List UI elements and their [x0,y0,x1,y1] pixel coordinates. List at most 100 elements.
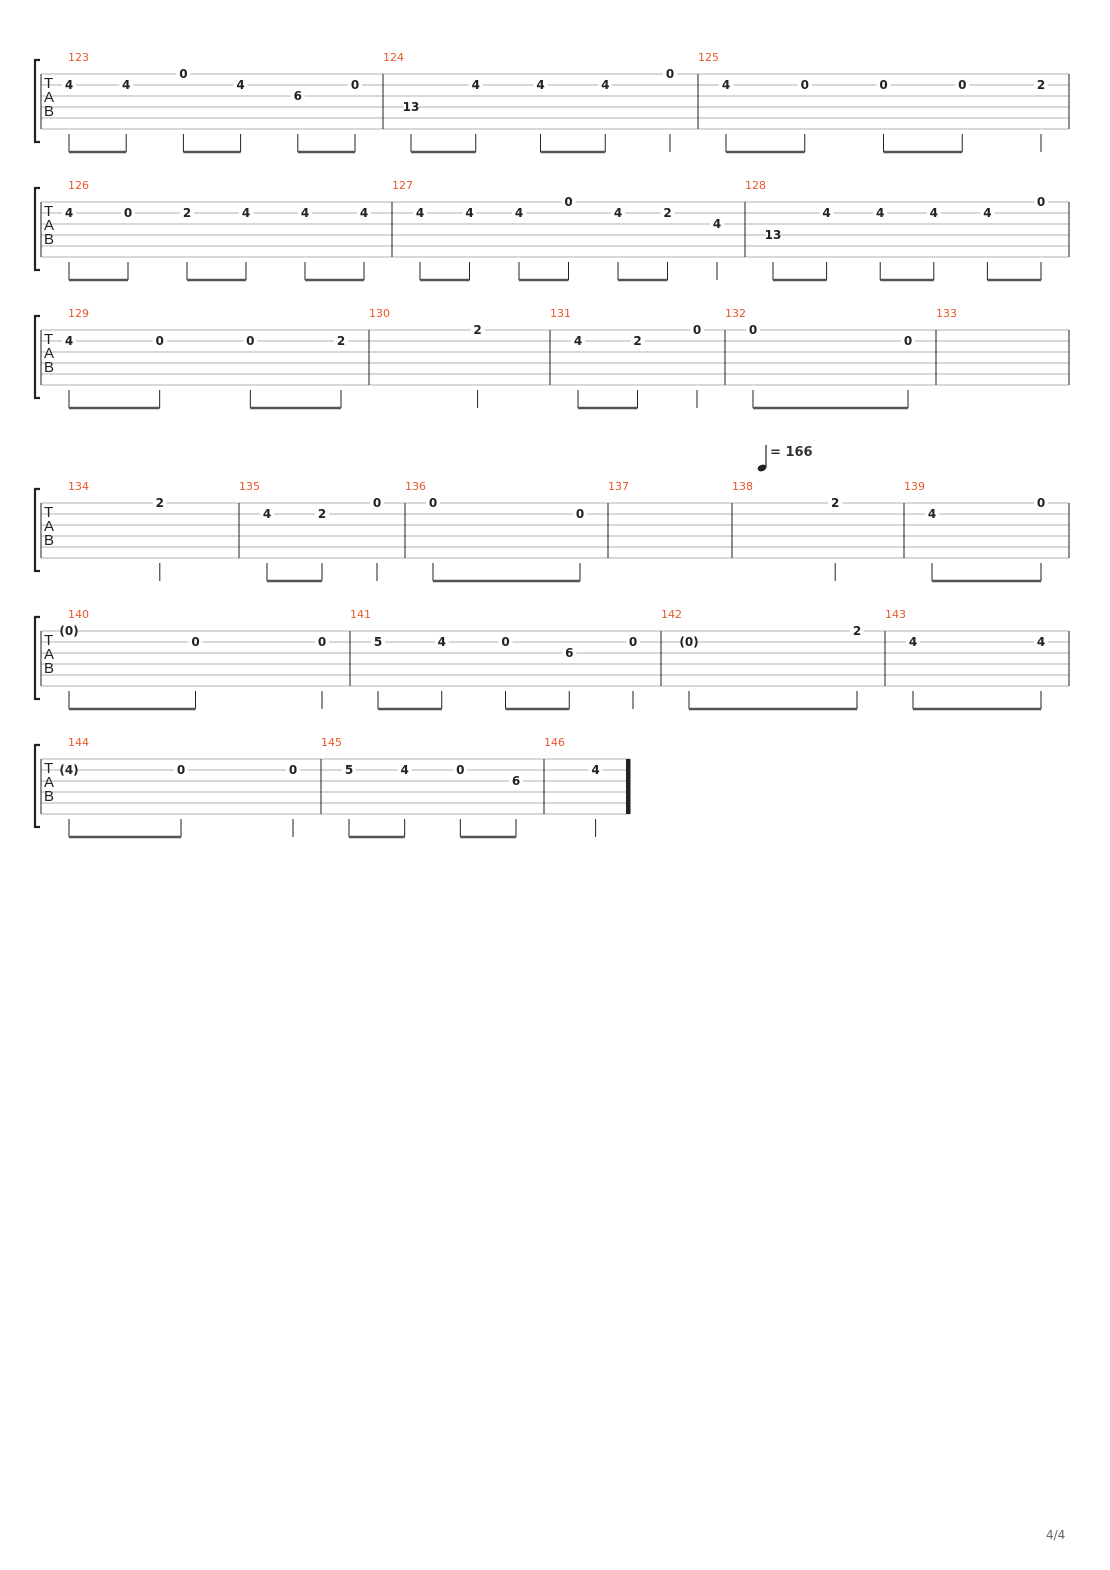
fret-backing [298,207,312,219]
measure-number: 129 [68,307,89,320]
tab-clef-letter: T [44,203,53,220]
fret-backing [315,508,329,520]
tab-clef-letter: T [44,632,53,649]
fret-backing [62,79,76,91]
fret-number: (0) [59,624,78,638]
fret-number: (4) [59,763,78,777]
measure-number: 141 [350,608,371,621]
quarter-note-icon [757,445,767,472]
system-bracket [33,314,40,400]
fret-backing [819,207,834,219]
fret-number: 0 [246,334,254,348]
measure-number: 144 [68,736,89,749]
fret-number: 4 [574,334,582,348]
fret-number: 2 [1037,78,1045,92]
fret-number: 0 [179,67,187,81]
measure-number: 126 [68,179,89,192]
fret-number: 0 [904,334,912,348]
fret-number: 2 [663,206,671,220]
measure-number: 135 [239,480,260,493]
fret-backing [371,636,385,648]
fret-backing [426,497,440,509]
fret-number: 0 [958,78,966,92]
fret-number: 4 [122,78,130,92]
page-number: 4/4 [1046,1528,1066,1542]
fret-number: 6 [565,646,573,660]
fret-backing [453,764,468,776]
final-barline [626,759,630,814]
fret-backing [370,497,384,509]
measure-number: 138 [732,480,753,493]
measure-number: 125 [698,51,719,64]
measure-number: 123 [68,51,89,64]
measure-number: 128 [745,179,766,192]
fret-backing [260,508,274,520]
fret-backing [925,508,939,520]
tab-clef-letter: T [44,504,53,521]
fret-number: 0 [1037,496,1045,510]
fret-backing [850,625,864,637]
fret-backing [719,79,733,91]
measure-number: 143 [885,608,906,621]
tab-clef-letter: B [44,788,54,805]
measure-number: 146 [544,736,565,749]
tab-clef-letter: T [44,760,53,777]
fret-number: 4 [65,206,73,220]
fret-backing [690,324,704,336]
fret-number: 2 [831,496,839,510]
tempo-marking: = 166 [770,445,813,460]
tab-clef-letter: T [44,331,53,348]
fret-backing [315,636,329,648]
fret-number: 5 [374,635,382,649]
fret-number: 13 [403,100,420,114]
fret-backing [174,764,188,776]
fret-number: 4 [614,206,622,220]
fret-backing [239,207,253,219]
fret-backing [509,775,523,787]
measure-number: 132 [725,307,746,320]
tab-clef-letter: B [44,103,54,120]
tab-clef-letter: B [44,660,54,677]
fret-number: 0 [564,195,572,209]
measure-number: 142 [661,608,682,621]
fret-backing [630,335,645,347]
fret-backing [498,636,513,648]
fret-backing [573,508,587,520]
fret-backing [710,218,724,230]
fret-backing [746,324,760,336]
fret-backing [188,636,203,648]
fret-backing [1034,636,1048,648]
fret-number: 6 [512,774,520,788]
fret-number: 4 [722,78,730,92]
fret-backing [611,207,625,219]
fret-backing [468,79,483,91]
fret-number: 0 [318,635,326,649]
measure-number: 124 [383,51,404,64]
fret-number: 4 [536,78,544,92]
fret-number: 4 [242,206,250,220]
fret-number: 4 [591,763,599,777]
fret-number: 0 [666,67,674,81]
fret-number: 4 [472,78,480,92]
fret-backing [243,335,258,347]
fret-backing [397,764,412,776]
tab-clef-letter: T [44,75,53,92]
measure-number: 127 [392,179,413,192]
fret-backing [62,625,76,637]
measure-number: 133 [936,307,957,320]
fret-backing [152,335,167,347]
measure-number: 139 [904,480,925,493]
fret-number: 4 [65,78,73,92]
tab-clef-letter: A [44,345,54,362]
fret-backing [1034,497,1048,509]
system-bracket [33,615,40,701]
fret-backing [660,207,675,219]
fret-backing [901,335,915,347]
fret-backing [404,101,418,113]
fret-number: 2 [318,507,326,521]
fret-number: 2 [183,206,191,220]
fret-backing [334,335,348,347]
measure-number: 145 [321,736,342,749]
